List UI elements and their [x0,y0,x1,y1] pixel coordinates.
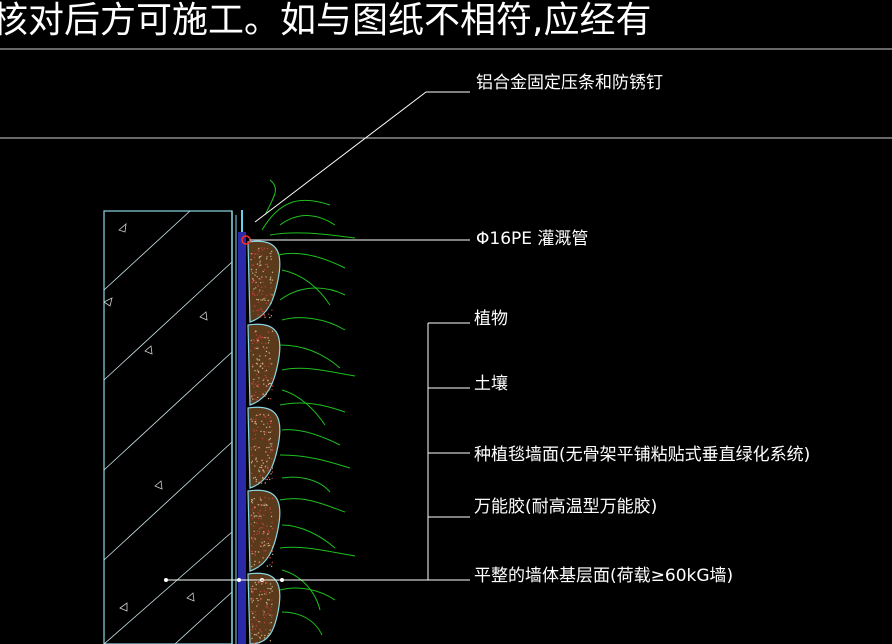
plant-foliage [261,179,356,636]
soil-pockets [247,240,281,644]
concrete-wall-section [103,210,233,644]
wall-face-layers [231,210,246,644]
leader-dots [164,578,284,582]
label-fixing-strip: 铝合金固定压条和防锈钉 [476,73,663,93]
label-blanket-wall: 种植毯墙面(无骨架平铺粘贴式垂直绿化系统) [474,445,810,465]
label-plant: 植物 [474,309,508,329]
label-irrigation-pipe: Φ16PE 灌溉管 [476,229,588,249]
header-note: 核对后方可施工。如与图纸不相符,应经有 [0,0,651,41]
soil-texture [250,247,274,644]
blanket-layer [238,232,246,644]
label-base-wall: 平整的墙体基层面(荷载≥60kG墙) [474,566,733,586]
label-soil: 土壤 [474,373,508,394]
leader-lines [166,91,470,581]
label-adhesive: 万能胶(耐高温型万能胶) [474,497,657,517]
